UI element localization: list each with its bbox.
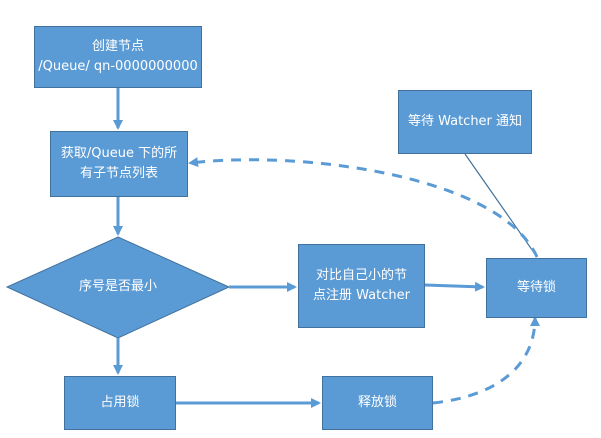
watch-prev-box: 对比自己小的节 点注册 Watcher <box>298 244 425 328</box>
arrow-watch-to-wait <box>424 281 485 292</box>
acquire-lock-label: 占用锁 <box>100 395 140 410</box>
create-node-box: 创建节点 /Queue/ qn-0000000000 <box>34 26 202 88</box>
watch-prev-line2: 点注册 Watcher <box>313 288 410 303</box>
release-lock-label: 释放锁 <box>357 395 397 410</box>
release-lock-box: 释放锁 <box>322 376 433 430</box>
get-children-line1: 获取/Queue 下的所 <box>60 146 178 161</box>
get-children-line2: 有子节点列表 <box>79 166 158 181</box>
acquire-lock-box: 占用锁 <box>64 376 176 430</box>
watch-prev-line1: 对比自己小的节 <box>315 268 407 283</box>
dashed-arrow-wait-to-list <box>188 157 539 258</box>
dashed-arrow-release-to-wait <box>432 316 540 405</box>
get-children-box: 获取/Queue 下的所 有子节点列表 <box>50 131 188 197</box>
check-min-label: 序号是否最小 <box>78 279 157 294</box>
create-node-line2: /Queue/ qn-0000000000 <box>38 59 198 74</box>
wait-lock-label: 等待锁 <box>516 280 556 295</box>
create-node-line1: 创建节点 <box>91 39 144 54</box>
watcher-notify-label: 等待 Watcher 通知 <box>407 114 523 129</box>
watcher-notify-box: 等待 Watcher 通知 <box>398 90 532 154</box>
wait-lock-box: 等待锁 <box>486 258 587 318</box>
